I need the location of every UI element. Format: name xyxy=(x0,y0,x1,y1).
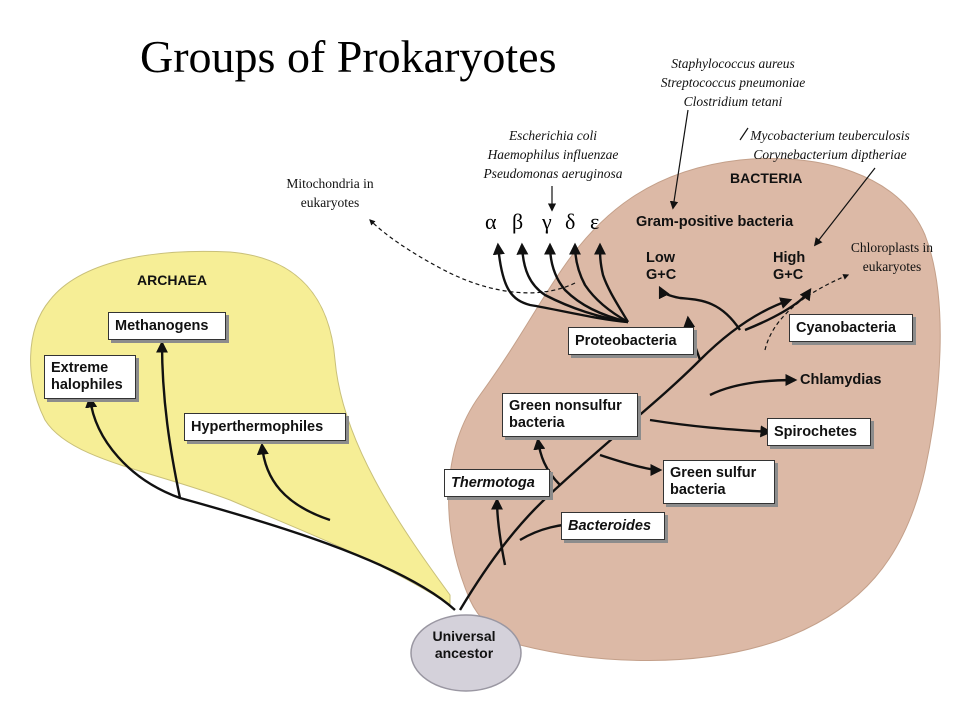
green-nonsulfur-box: Green nonsulfur bacteria xyxy=(502,393,638,437)
archaea-tree xyxy=(85,340,456,611)
thermotoga-box: Thermotoga xyxy=(444,469,550,497)
mitochondria-arrow xyxy=(369,219,576,294)
beta-subgroup-label: β xyxy=(512,209,524,234)
archaea-label: ARCHAEA xyxy=(137,272,207,288)
proteobacteria-label: Proteobacteria xyxy=(575,332,677,349)
high-gc-example-1: Mycobacterium teuberculosis xyxy=(750,128,910,143)
high-gc-example-arrow xyxy=(813,167,876,247)
cyanobacteria-label: Cyanobacteria xyxy=(796,319,896,336)
chloroplasts-note-line-2: eukaryotes xyxy=(862,259,922,274)
spirochetes-box: Spirochetes xyxy=(767,418,871,446)
mitochondria-note-line-2: eukaryotes xyxy=(300,195,360,210)
high-gc-label: High G+C xyxy=(773,250,806,283)
thermotoga-label: Thermotoga xyxy=(451,474,535,491)
gamma-example-1: Escherichia coli xyxy=(508,128,598,143)
low-gc-example-3: Clostridium tetani xyxy=(683,94,783,109)
bacteroides-label: Bacteroides xyxy=(568,517,652,534)
methanogens-box: Methanogens xyxy=(108,312,226,340)
bacteria-tree xyxy=(458,242,812,611)
chloroplast-arrow xyxy=(764,274,850,351)
mitochondria-note-line-1: Mitochondria in xyxy=(286,176,374,191)
bacteroides-box: Bacteroides xyxy=(561,512,665,540)
methanogens-label: Methanogens xyxy=(115,317,209,334)
high-gc-example-tick xyxy=(739,127,749,141)
gamma-example-2: Haemophilus influenzae xyxy=(487,147,619,162)
green-sulfur-box: Green sulfur bacteria xyxy=(663,460,775,504)
hyperthermophiles-label: Hyperthermophiles xyxy=(191,418,324,435)
mitochondria-note: Mitochondria in eukaryotes xyxy=(278,174,382,212)
gamma-subgroup-label: γ xyxy=(542,209,552,234)
high-gc-examples-note: Mycobacterium teuberculosis Corynebacter… xyxy=(732,126,928,164)
extreme-halophiles-label: Extreme halophiles xyxy=(51,360,123,393)
bacteria-label: BACTERIA xyxy=(730,170,803,186)
low-gc-example-arrow xyxy=(669,109,689,210)
chloroplasts-note-line-1: Chloroplasts in xyxy=(850,240,934,255)
low-gc-examples-note: Staphylococcus aureus Streptococcus pneu… xyxy=(644,54,822,111)
spirochetes-label: Spirochetes xyxy=(774,423,857,440)
chlamydias-label: Chlamydias xyxy=(800,372,882,388)
page-title: Groups of Prokaryotes xyxy=(140,31,557,82)
green-nonsulfur-label: Green nonsulfur bacteria xyxy=(509,398,622,431)
gram-positive-label: Gram-positive bacteria xyxy=(636,214,794,230)
low-gc-example-2: Streptococcus pneumoniae xyxy=(660,75,806,90)
alpha-subgroup-label: α xyxy=(485,209,497,234)
extreme-halophiles-box: Extreme halophiles xyxy=(44,355,136,399)
green-sulfur-label: Green sulfur bacteria xyxy=(670,465,757,498)
proteobacteria-box: Proteobacteria xyxy=(568,327,694,355)
low-gc-example-1: Staphylococcus aureus xyxy=(671,56,795,71)
gamma-examples-note: Escherichia coli Haemophilus influenzae … xyxy=(466,126,640,183)
epsilon-subgroup-label: ε xyxy=(590,209,600,234)
cyanobacteria-box: Cyanobacteria xyxy=(789,314,913,342)
high-gc-example-2: Corynebacterium diptheriae xyxy=(753,147,907,162)
low-gc-label: Low G+C xyxy=(646,250,677,283)
chloroplasts-note: Chloroplasts in eukaryotes xyxy=(838,238,946,276)
universal-ancestor-label: Universal ancestor xyxy=(432,628,496,661)
hyperthermophiles-box: Hyperthermophiles xyxy=(184,413,346,441)
delta-subgroup-label: δ xyxy=(565,209,576,234)
gamma-example-3: Pseudomonas aeruginosa xyxy=(483,166,623,181)
universal-ancestor-node xyxy=(410,614,522,692)
